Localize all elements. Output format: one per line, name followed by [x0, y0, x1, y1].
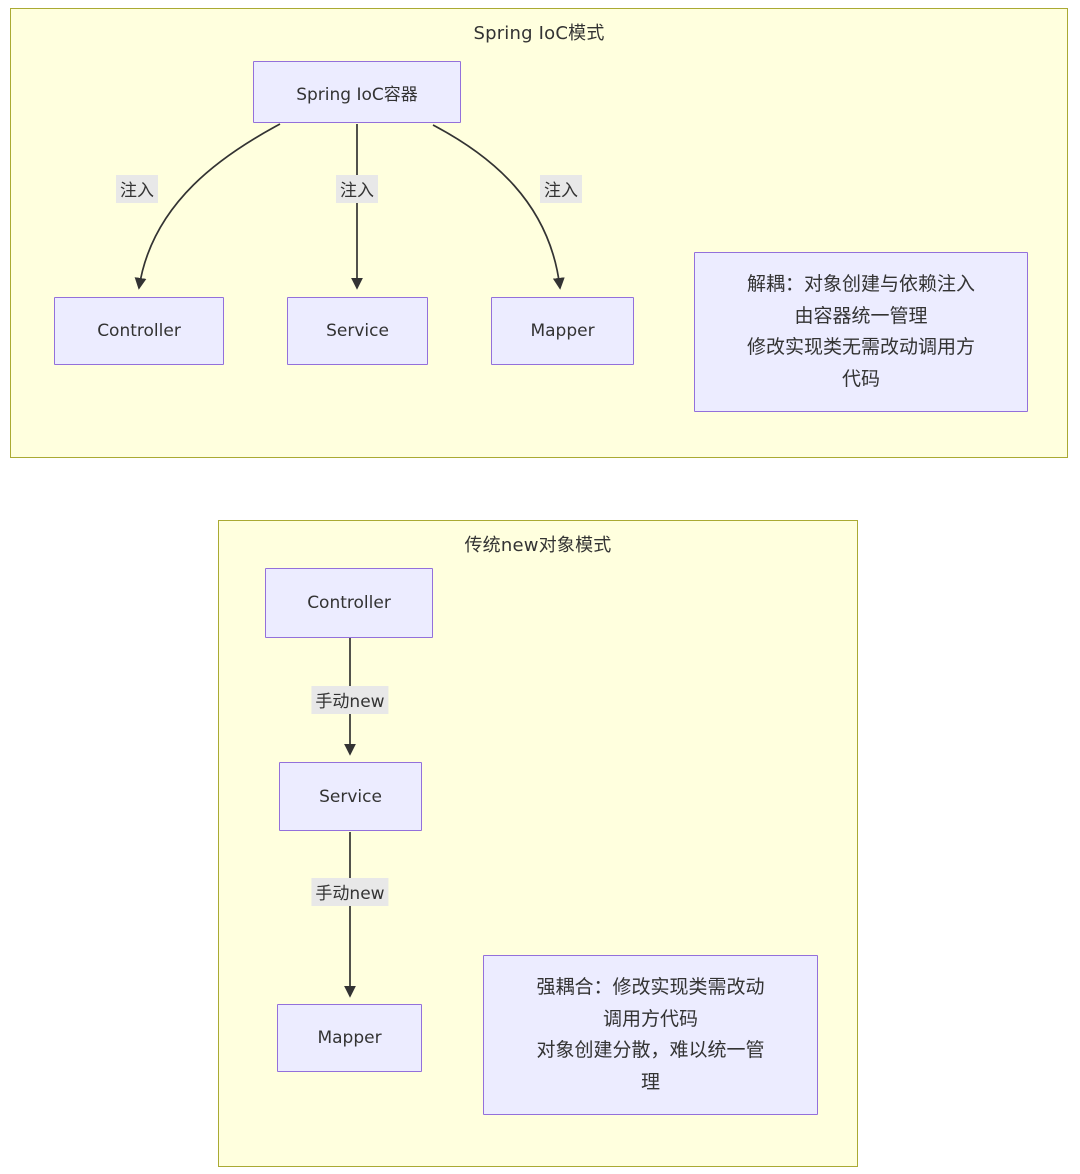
edge-label-manual-new-2: 手动new: [311, 878, 389, 906]
node-controller-ioc-label: Controller: [97, 321, 181, 341]
edge-label-inject-mapper: 注入: [540, 175, 582, 203]
note-tight-coupling-line4: 理: [640, 1070, 660, 1093]
node-mapper-ioc-label: Mapper: [530, 321, 595, 341]
note-tight-coupling-line1: 强耦合：修改实现类需改动: [536, 976, 765, 998]
panel-spring-ioc-title: Spring IoC模式: [473, 23, 605, 44]
node-mapper-traditional-label: Mapper: [317, 1028, 382, 1048]
node-mapper-ioc: Mapper: [491, 297, 634, 365]
edge-label-manual-new-1: 手动new: [311, 686, 389, 714]
note-tight-coupling-line3: 对象创建分散，难以统一管: [536, 1039, 765, 1061]
note-tight-coupling-line2: 调用方代码: [602, 1007, 698, 1030]
note-decoupling-line3: 修改实现类无需改动调用方: [746, 336, 975, 358]
node-controller-ioc: Controller: [54, 297, 224, 365]
node-controller-traditional: Controller: [265, 568, 433, 638]
note-decoupling: 解耦：对象创建与依赖注入 由容器统一管理 修改实现类无需改动调用方 代码: [694, 252, 1028, 412]
node-service-traditional: Service: [279, 762, 422, 831]
node-service-traditional-label: Service: [319, 786, 382, 807]
panel-traditional-new-title: 传统new对象模式: [464, 535, 612, 556]
node-service-ioc: Service: [287, 297, 428, 365]
node-controller-traditional-label: Controller: [307, 593, 391, 613]
note-tight-coupling: 强耦合：修改实现类需改动 调用方代码 对象创建分散，难以统一管 理: [483, 955, 818, 1115]
node-spring-ioc-container: Spring IoC容器: [253, 61, 461, 123]
node-service-ioc-label: Service: [326, 321, 389, 341]
node-spring-ioc-container-label: Spring IoC容器: [296, 84, 418, 105]
edge-label-inject-service: 注入: [336, 175, 378, 203]
note-decoupling-line4: 代码: [841, 367, 880, 390]
note-decoupling-line1: 解耦：对象创建与依赖注入: [746, 273, 975, 295]
node-mapper-traditional: Mapper: [277, 1004, 422, 1072]
edge-label-inject-controller: 注入: [116, 175, 158, 203]
note-decoupling-line2: 由容器统一管理: [794, 304, 928, 327]
